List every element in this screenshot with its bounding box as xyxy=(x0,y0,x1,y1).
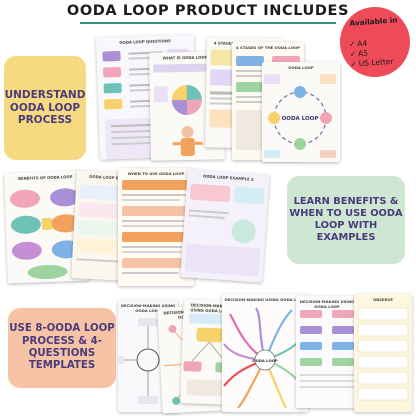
badge-option-us-letter: ✓US Letter xyxy=(350,56,394,69)
thumbnail-example-2: OODA LOOP EXAMPLE 2 xyxy=(180,169,270,283)
thumbnail-what-is-ooda: WHAT IS OODA LOOP? xyxy=(149,51,225,161)
svg-text:OODA LOOP: OODA LOOP xyxy=(252,358,278,363)
thumbnail-decision-making-d: DECISION-MAKING USING OODA LOOP xyxy=(296,296,358,408)
thumbnail-decision-making-mindmap: DECISION-MAKING USING OODA LOOP OODA LOO… xyxy=(222,294,308,412)
thumbnail-ooda-cycle: OODA LOOP OODA LOOP xyxy=(262,62,340,162)
thumbnail-observe-template: OBSERVE xyxy=(354,294,412,412)
badge-option-a5: ✓A5 xyxy=(349,48,369,59)
callout-benefits: LEARN BENEFITS & WHEN TO USE OODA LOOP W… xyxy=(287,176,405,264)
badge-option-a4: ✓A4 xyxy=(348,38,368,49)
check-icon: ✓ xyxy=(350,59,358,69)
check-icon: ✓ xyxy=(348,39,356,49)
callout-templates: USE 8-OODA LOOP PROCESS & 4-QUESTIONS TE… xyxy=(8,308,116,388)
callout-understand: UNDERSTAND OODA LOOP PROCESS xyxy=(4,56,86,160)
page-title: OODA LOOP PRODUCT INCLUDES xyxy=(66,3,350,19)
badge-heading: Available in xyxy=(349,15,398,28)
title-underline xyxy=(80,22,336,24)
check-icon: ✓ xyxy=(349,49,357,59)
thumbnail-when-to-use: WHEN TO USE OODA LOOP xyxy=(118,168,194,286)
svg-text:OODA LOOP: OODA LOOP xyxy=(282,116,319,122)
